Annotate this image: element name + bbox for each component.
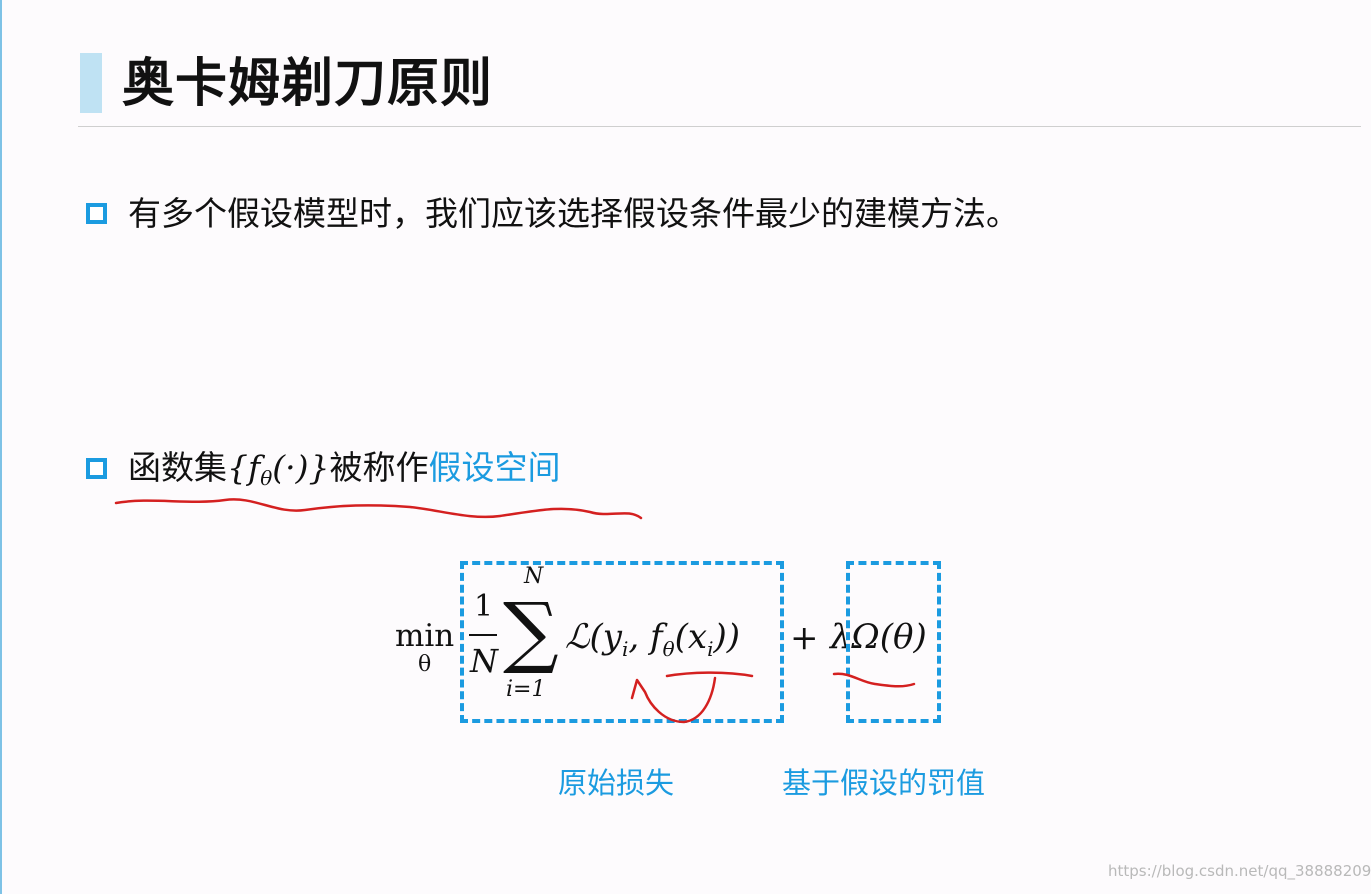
bullet-text-occam: 有多个假设模型时，我们应该选择假设条件最少的建模方法。: [128, 194, 1019, 233]
loss-part3: (x: [674, 617, 708, 657]
bullet-prefix: 函数集: [128, 448, 227, 487]
hypothesis-space-highlight: 假设空间: [428, 448, 561, 487]
title-accent-bar: [80, 53, 102, 113]
bullet-text-hypothesis-space: 函数集{fθ(·)}被称作假设空间: [128, 442, 561, 504]
set-open-brace: {: [227, 448, 248, 487]
set-function: f: [248, 448, 261, 487]
watermark-url: https://blog.csdn.net/qq_38888209: [1108, 862, 1371, 880]
formula-sum-symbol: ∑: [503, 587, 559, 677]
formula-sum-lower: i=1: [506, 677, 546, 702]
caption-hypothesis-penalty: 基于假设的罚值: [782, 766, 986, 800]
hypothesis-space-underline: [114, 498, 643, 520]
loss-part1: ℒ(y: [565, 617, 622, 657]
formula-fraction-denominator: N: [470, 642, 498, 680]
loss-part2: , f: [628, 617, 663, 657]
set-close-brace: }: [308, 448, 330, 487]
bullet-square-icon: [86, 203, 107, 224]
formula-sum-upper: N: [524, 564, 544, 589]
loss-sub2: θ: [662, 637, 675, 661]
f-theta-underline: [665, 671, 754, 678]
loss-dashed-box: [460, 561, 784, 723]
loss-caret-mark: [630, 676, 717, 724]
penalty-dashed-box: [846, 561, 941, 723]
bullet-mid: 被称作: [329, 448, 429, 487]
formula-fraction-numerator: 1: [474, 589, 494, 624]
formula-min-subscript: θ: [418, 652, 432, 677]
bullet-square-icon: [86, 458, 107, 479]
loss-sub1: i: [621, 637, 629, 661]
set-argument: (·): [272, 448, 309, 487]
lambda-underline: [832, 672, 916, 688]
formula-min: min: [395, 618, 455, 654]
set-function-subscript: θ: [260, 466, 273, 490]
formula-fraction-bar: [469, 634, 497, 636]
loss-sub3: i: [707, 637, 714, 661]
title-divider: [78, 126, 1361, 127]
formula-loss-term: ℒ(yi, fθ(xi)): [565, 612, 740, 674]
slide-title: 奥卡姆剃刀原则: [122, 54, 494, 114]
loss-part4: )): [713, 617, 741, 657]
caption-original-loss: 原始损失: [558, 766, 675, 800]
left-edge-line: [0, 0, 2, 894]
formula-plus: +: [790, 618, 819, 658]
